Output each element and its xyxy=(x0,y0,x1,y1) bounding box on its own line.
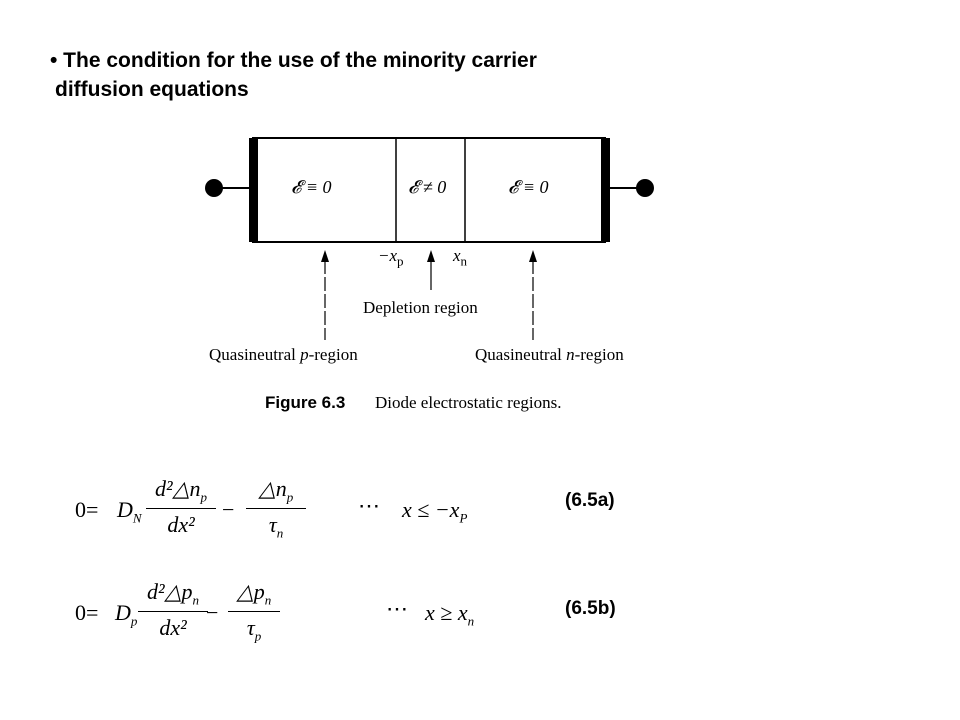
eq-a-dots: ⋯ xyxy=(358,493,380,518)
eq-a-number: (6.5a) xyxy=(565,490,615,511)
eq-a-frac2-bar xyxy=(246,508,306,510)
eq-b-frac2-numerator: △pn xyxy=(236,579,272,608)
eq-b-fraction-2: △pn τp xyxy=(228,579,280,645)
slide-heading: • The condition for the use of the minor… xyxy=(50,46,537,104)
p-region-arrow-head xyxy=(321,250,329,262)
eq-a-frac2-denominator: τn xyxy=(268,512,284,541)
device-box xyxy=(252,137,606,243)
eq-a-frac1-bar xyxy=(146,508,216,510)
depletion-region-label: Depletion region xyxy=(363,298,478,317)
eq-a-minus: − xyxy=(222,497,235,522)
eq-a-condition: x ≤ −xP xyxy=(402,497,468,526)
eq-b-fraction-1: d²△pn dx² xyxy=(138,579,208,641)
eq-b-frac1-denominator: dx² xyxy=(159,615,187,641)
figure-number: Figure 6.3 xyxy=(265,393,346,412)
eq-b-number: (6.5b) xyxy=(565,598,616,619)
eq-a-lhs: 0= xyxy=(75,497,99,522)
eq-a-frac1-denominator: dx² xyxy=(167,512,195,538)
n-region-field-label: 𝓔 ≡ 0 xyxy=(508,177,549,197)
eq-b-frac2-bar xyxy=(228,611,280,613)
figure-caption: Diode electrostatic regions. xyxy=(375,393,562,412)
eq-a-coefficient: DN xyxy=(117,497,142,526)
eq-b-dots: ⋯ xyxy=(386,596,408,621)
heading-line-2: diffusion equations xyxy=(55,78,249,101)
eq-b-frac2-denominator: τp xyxy=(246,615,262,644)
right-terminal xyxy=(636,179,654,197)
eq-b-lhs: 0= xyxy=(75,600,99,625)
eq-a-fraction-1: d²△np dx² xyxy=(146,476,216,538)
n-region-arrow-head xyxy=(529,250,537,262)
heading-line-1: • The condition for the use of the minor… xyxy=(50,49,537,72)
diode-figure: 𝓔 ≡ 0 𝓔 ≠ 0 𝓔 ≡ 0 −xp xn Depletion regio… xyxy=(195,125,665,425)
eq-b-minus: − xyxy=(206,600,219,625)
depletion-field-label: 𝓔 ≠ 0 xyxy=(408,177,447,197)
n-region-label: Quasineutral n-region xyxy=(475,345,624,364)
eq-a-frac1-numerator: d²△np xyxy=(154,476,207,505)
left-terminal xyxy=(205,179,223,197)
eq-b-condition: x ≥ xn xyxy=(425,600,475,629)
p-region-label: Quasineutral p-region xyxy=(209,345,358,364)
eq-b-frac1-numerator: d²△pn xyxy=(146,579,199,608)
eq-b-coefficient: Dp xyxy=(115,600,138,629)
eq-a-fraction-2: △np τn xyxy=(246,476,306,542)
eq-a-frac2-numerator: △np xyxy=(258,476,294,505)
depletion-arrow-head xyxy=(427,250,435,262)
p-region-field-label: 𝓔 ≡ 0 xyxy=(291,177,332,197)
boundary-right-label: xn xyxy=(453,246,468,269)
boundary-left-label: −xp xyxy=(378,246,404,269)
diode-diagram xyxy=(205,137,654,340)
eq-b-frac1-bar xyxy=(138,611,208,613)
